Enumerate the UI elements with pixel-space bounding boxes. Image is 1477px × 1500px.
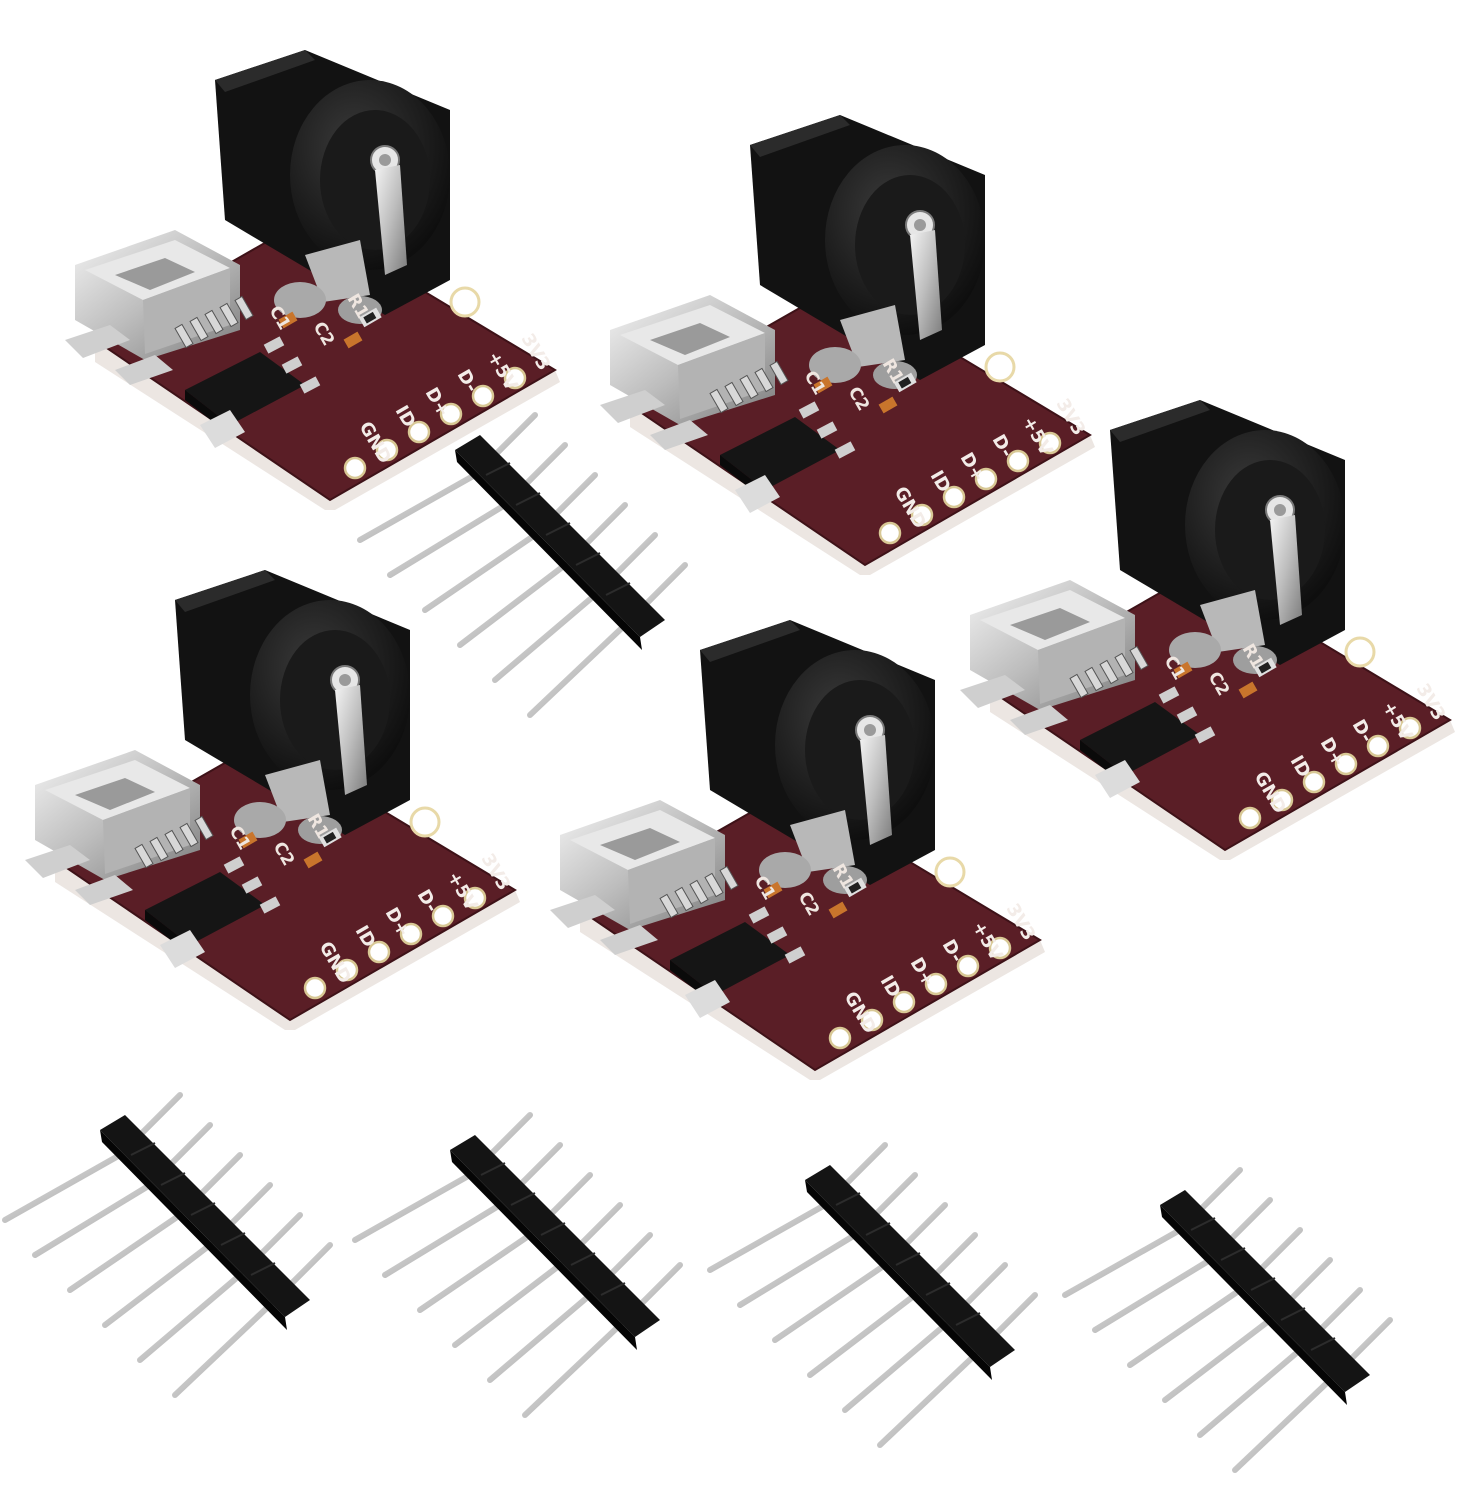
breakout-board-2: 3V3 +5V D- D+ ID GND [598,113,1097,577]
breakout-board-4: 3V3 +5V D- D+ ID GND [23,568,522,1032]
